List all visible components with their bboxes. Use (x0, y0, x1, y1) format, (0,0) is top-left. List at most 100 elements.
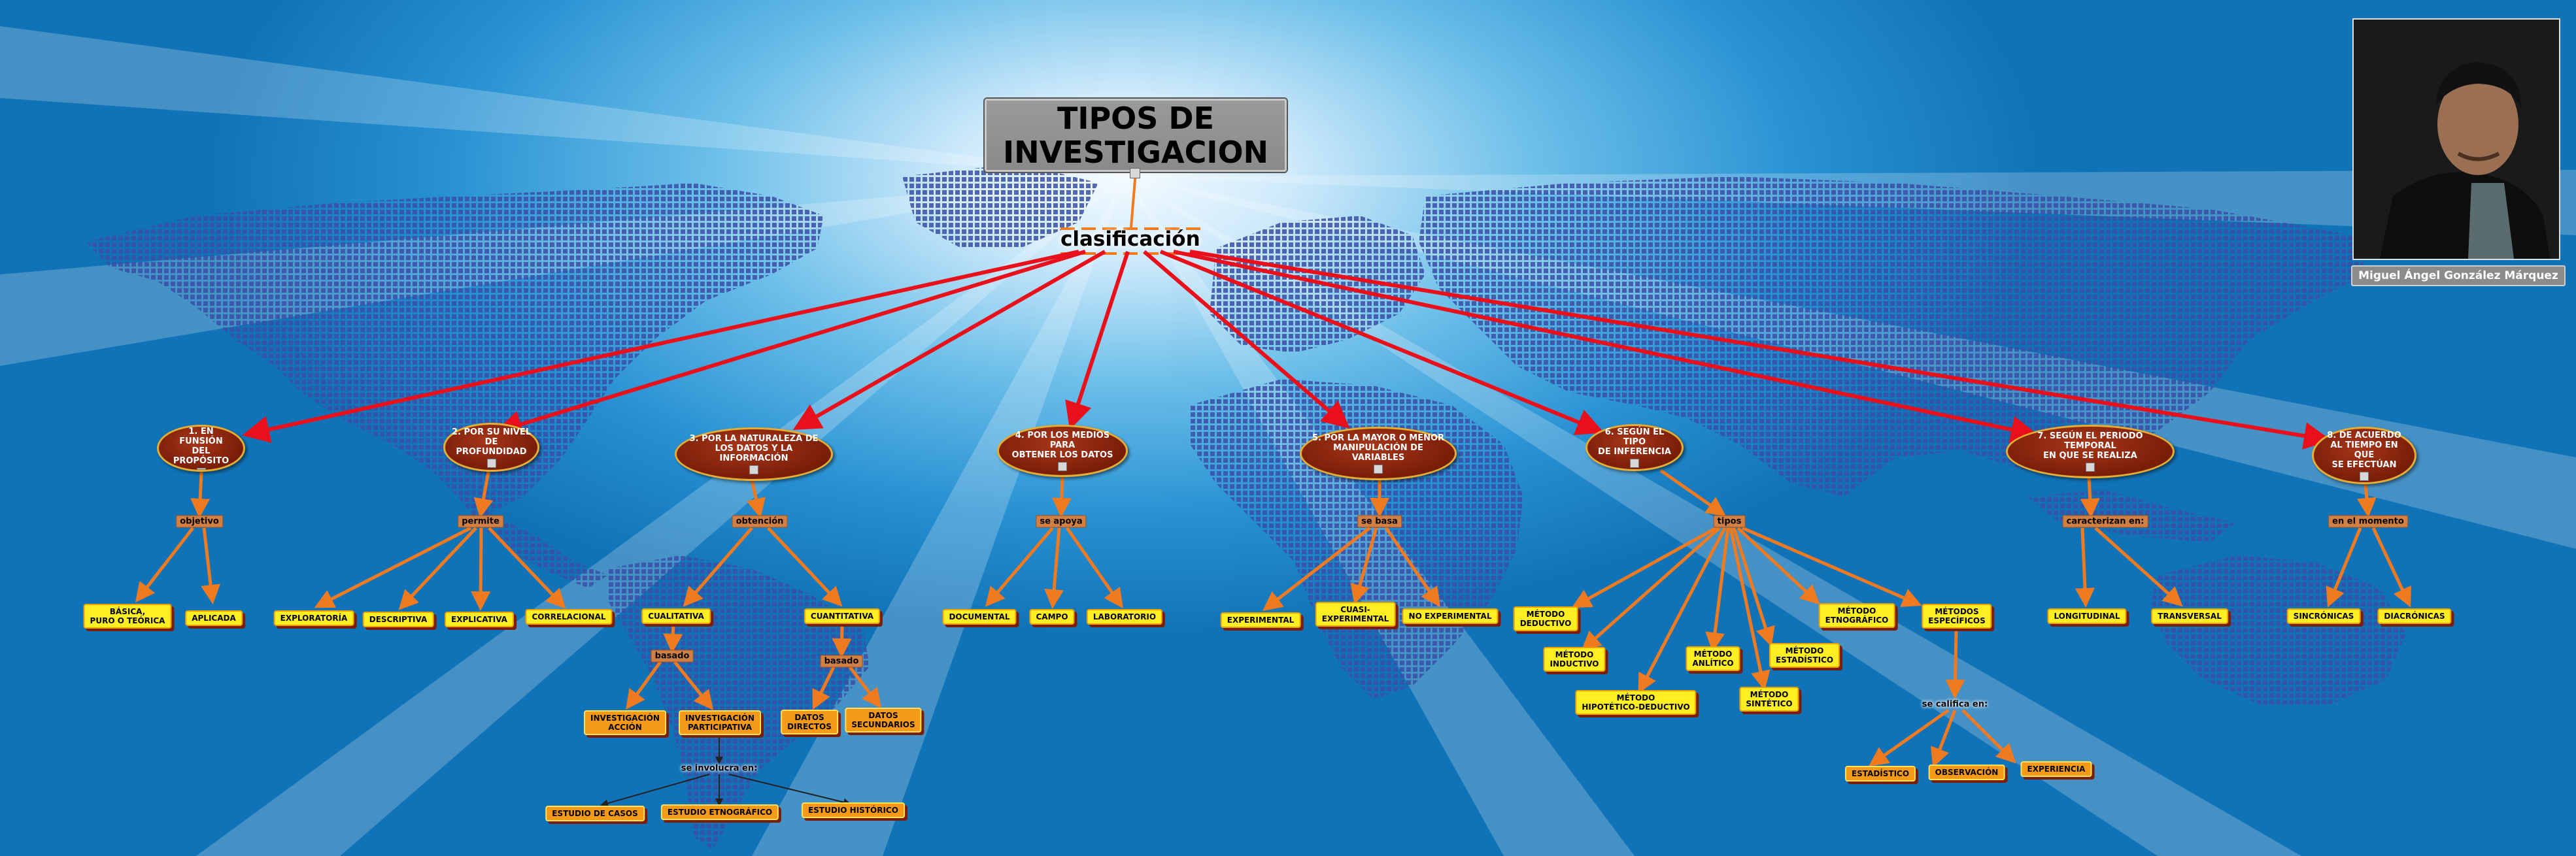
link-basado-cuantitativa: basado (821, 655, 863, 668)
concept-laboratorio[interactable]: LABORATORIO (1087, 609, 1162, 625)
concept-label: MÉTODO (1692, 650, 1733, 659)
root-concept: TIPOS DE INVESTIGACION (985, 99, 1287, 172)
category-label: MANIPULACIÓN DE VARIABLES (1308, 443, 1448, 463)
concept-label: TRANSVERSAL (2158, 612, 2222, 621)
category-6[interactable]: 6. SEGÚN EL TIPO DE INFERENCIA (1585, 424, 1684, 471)
link-permite: permite (458, 516, 503, 528)
document-icon[interactable] (1130, 168, 1140, 178)
category-2[interactable]: 2. POR SU NIVEL DE PROFUNDIDAD (443, 423, 539, 472)
concept-cualitativa[interactable]: CUALITATIVA (641, 608, 711, 624)
link-se-califica: se califica en: (1922, 700, 1988, 710)
concept-documental[interactable]: DOCUMENTAL (942, 609, 1016, 625)
concept-cuantitativa[interactable]: CUANTITATIVA (804, 608, 880, 624)
concept-label: SINCRÓNICAS (2294, 612, 2354, 621)
category-1[interactable]: 1. EN FUNSIÓN DEL PROPÓSITO (157, 425, 245, 472)
concept-experiencia[interactable]: EXPERIENCIA (2021, 761, 2092, 777)
category-7[interactable]: 7. SEGÚN EL PERIODO TEMPORAL EN QUE SE R… (2006, 425, 2175, 478)
concept-label: DATOS (787, 713, 832, 722)
concept-label: ESTUDIO HISTÓRICO (808, 806, 898, 815)
category-label: DE PROFUNDIDAD (452, 437, 531, 457)
category-label: 4. POR LOS MEDIOS PARA (1006, 431, 1119, 450)
category-label: OBTENER LOS DATOS (1012, 450, 1113, 460)
concept-label: MÉTODO (1776, 646, 1833, 655)
category-5[interactable]: 5. POR LA MAYOR O MENOR MANIPULACIÓN DE … (1300, 427, 1457, 480)
author-photo (2352, 18, 2560, 260)
category-label: 5. POR LA MAYOR O MENOR (1312, 433, 1444, 443)
concept-label: ESTUDIO DE CASOS (552, 809, 638, 818)
concept-label: EXPERIENCIA (2027, 765, 2086, 774)
concept-estadistico[interactable]: ESTADÍSTICO (1845, 766, 1916, 782)
concept-label: ESTADÍSTICO (1852, 769, 1909, 778)
document-icon[interactable] (2360, 472, 2369, 481)
category-label: 2. POR SU NIVEL (452, 427, 531, 437)
link-se-involucra: se involucra en: (681, 764, 758, 774)
concept-estudio-historico[interactable]: ESTUDIO HISTÓRICO (802, 802, 905, 818)
category-8[interactable]: 8. DE ACUERDO AL TIEMPO EN QUE SE EFECTÚ… (2312, 427, 2416, 484)
concept-campo[interactable]: CAMPO (1029, 609, 1074, 625)
category-label: 1. EN FUNSIÓN (165, 427, 237, 446)
category-label: 6. SEGÚN EL TIPO (1594, 427, 1675, 447)
concept-label: ANLÍTICO (1692, 659, 1733, 668)
document-icon[interactable] (197, 468, 206, 470)
concept-observacion[interactable]: OBSERVACIÓN (1929, 765, 2005, 780)
link-tipos: tipos (1714, 516, 1746, 528)
document-icon[interactable] (1630, 459, 1639, 468)
concept-label: DIACRÓNICAS (2384, 612, 2445, 621)
concept-correlacional[interactable]: CORRELACIONAL (525, 609, 612, 625)
concept-experimental[interactable]: EXPERIMENTAL (1221, 612, 1301, 628)
document-icon[interactable] (2086, 463, 2095, 472)
concept-label: MÉTODO (1520, 610, 1572, 619)
concept-label: CUASI- (1322, 605, 1389, 614)
concept-no-experimental[interactable]: NO EXPERIMENTAL (1402, 608, 1499, 624)
category-label: AL TIEMPO EN QUE (2320, 440, 2408, 460)
link-basado-cualitativa: basado (651, 650, 694, 663)
concept-label: EXPERIMENTAL (1322, 614, 1389, 623)
concept-sincronicas[interactable]: SINCRÓNICAS (2287, 608, 2361, 624)
link-se-apoya: se apoya (1036, 516, 1086, 528)
document-icon[interactable] (1058, 462, 1067, 471)
author-name: Miguel Ángel González Márquez (2351, 265, 2566, 286)
concept-diacronicas[interactable]: DIACRÓNICAS (2377, 608, 2451, 624)
hub-clasificacion: clasificación (1060, 227, 1200, 251)
category-label: 8. DE ACUERDO (2327, 431, 2401, 440)
concept-explicativa[interactable]: EXPLICATIVA (445, 612, 514, 627)
concept-label: MÉTODO (1825, 606, 1889, 616)
category-label: DE INFERENCIA (1598, 447, 1671, 457)
concept-exploratoria[interactable]: EXPLORATORÍA (274, 610, 354, 626)
root-title-line1: TIPOS DE (1003, 101, 1268, 135)
document-icon[interactable] (749, 465, 758, 474)
concept-transversal[interactable]: TRANSVERSAL (2151, 608, 2228, 624)
concept-estudio-etnografico[interactable]: ESTUDIO ETNOGRÁFICO (661, 804, 779, 820)
portrait-icon (2354, 20, 2559, 259)
concept-aplicada[interactable]: APLICADA (185, 610, 243, 626)
concept-label: MÉTODO (1550, 650, 1599, 659)
category-4[interactable]: 4. POR LOS MEDIOS PARA OBTENER LOS DATOS (997, 425, 1128, 477)
concept-cuasi-experimental[interactable]: CUASI-EXPERIMENTAL (1315, 602, 1396, 627)
concept-label: ESPECÍFICOS (1928, 616, 1985, 625)
concept-label: NO EXPERIMENTAL (1409, 612, 1492, 621)
concept-descriptiva[interactable]: DESCRIPTIVA (363, 612, 434, 627)
concept-estudio-de-casos[interactable]: ESTUDIO DE CASOS (545, 806, 645, 821)
concept-longitudinal[interactable]: LONGITUDINAL (2047, 608, 2126, 624)
concept-label: CUANTITATIVA (811, 612, 873, 621)
link-objetivo: objetivo (176, 516, 223, 528)
document-icon[interactable] (1374, 465, 1383, 474)
concept-basica[interactable]: BÁSICA,PURO O TEÓRICA (84, 604, 172, 629)
document-icon[interactable] (487, 459, 496, 468)
category-3[interactable]: 3. POR LA NATURALEZA DE LOS DATOS Y LA I… (675, 427, 833, 481)
concept-label: CORRELACIONAL (532, 612, 605, 621)
